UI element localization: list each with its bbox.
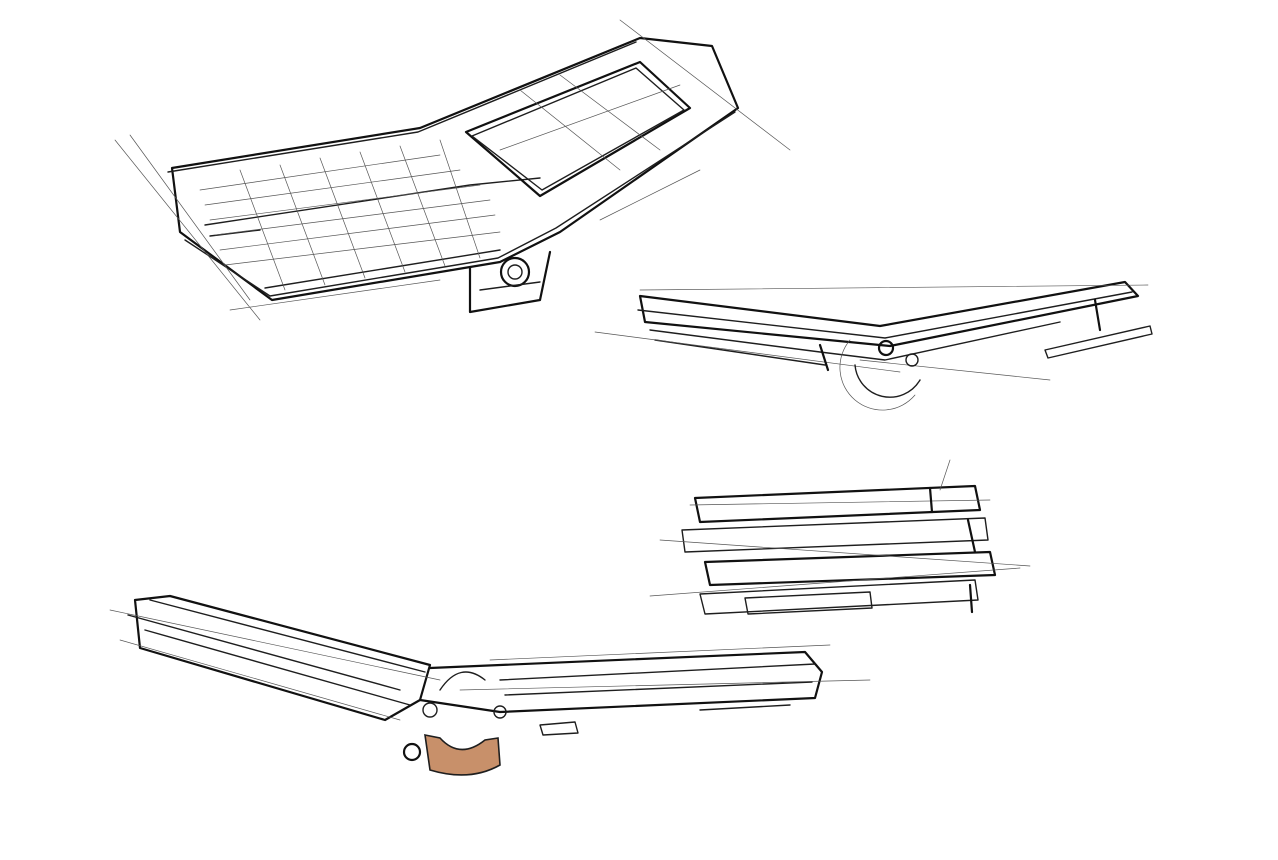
sketch-unfolded-device-hinge: [109, 594, 871, 776]
sketch-open-device-perspective: [114, 19, 791, 321]
sketch-v-fold-side-view: [594, 280, 1153, 411]
hinge-bracket-accent: [424, 733, 501, 776]
sketch-stacked-layers: [649, 459, 1031, 615]
